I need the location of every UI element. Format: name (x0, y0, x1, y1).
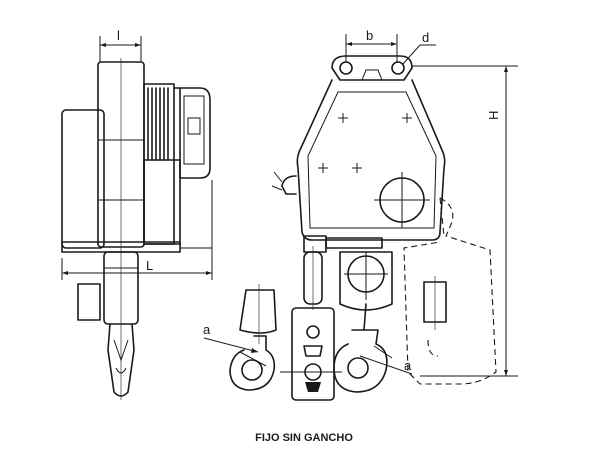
drawing-caption: FIJO SIN GANCHO (255, 432, 353, 444)
dim-label-a-left: a (203, 322, 211, 337)
side-view: l L (61, 28, 213, 400)
dim-label-d: d (422, 30, 429, 45)
dim-label-L: L (146, 258, 153, 273)
dim-label-b: b (366, 28, 373, 43)
dim-label-l: l (117, 28, 120, 43)
dim-label-H: H (486, 111, 501, 120)
dim-label-a-right: a (404, 358, 412, 373)
front-view: b d H (203, 28, 518, 401)
